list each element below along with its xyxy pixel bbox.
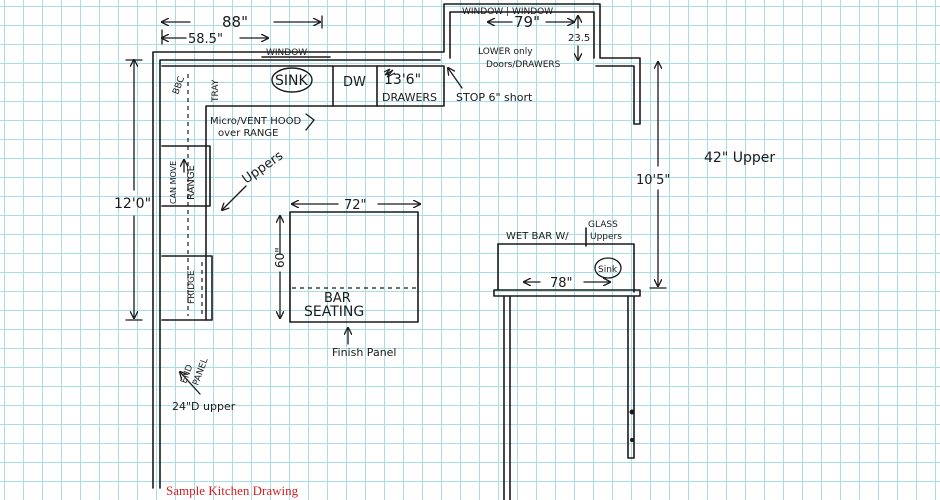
uppers-arrow <box>222 185 247 210</box>
window-left-label: WINDOW <box>266 48 307 58</box>
range-cabinet <box>161 145 211 207</box>
dim-88-label: 88" <box>222 13 248 31</box>
dim-72-label: 72" <box>344 198 367 213</box>
fridge-label: FRIDGE <box>187 270 197 304</box>
island <box>289 211 419 323</box>
dim-12-0-label: 12'0" <box>114 196 151 212</box>
door-knob <box>629 409 635 415</box>
wet-bar-base <box>493 289 641 297</box>
stop-label: STOP 6" short <box>456 91 533 104</box>
tray-label: TRAY <box>211 79 221 103</box>
top-counter-run <box>161 65 445 123</box>
dim-58-5-label: 58.5" <box>188 32 223 47</box>
door-knob-lower <box>630 438 634 442</box>
wet-bar-counter <box>497 243 635 293</box>
dim-13-6-label: 13'6" <box>384 72 421 88</box>
bay-inner-wall <box>449 11 595 59</box>
micro-label-line1: Micro/VENT HOOD <box>210 116 301 127</box>
dim-60-label: 60" <box>273 247 287 268</box>
seating-label: SEATING <box>304 304 364 320</box>
wall-inner-line <box>159 59 441 489</box>
fridge-cabinet <box>161 255 213 321</box>
right-wall <box>503 295 635 500</box>
can-move-label: CAN MOVE <box>169 161 178 204</box>
sink-label: SINK <box>275 73 308 89</box>
doors-drawers-label: Doors/DRAWERS <box>486 60 561 70</box>
wet-bar-label: WET BAR W/ <box>506 231 569 242</box>
end-panel-label-2: PANEL <box>191 357 210 387</box>
stop-arrow <box>448 68 463 89</box>
drawing-caption: Sample Kitchen Drawing <box>166 483 299 498</box>
micro-arrow <box>305 113 315 131</box>
dim-23-5-label: 23.5 <box>568 33 590 44</box>
bbc-label: BBC <box>171 75 187 96</box>
upper-24-label: 24"D upper <box>172 400 236 413</box>
range-label: RANGE <box>186 165 197 200</box>
dim-79-label: 79" <box>514 13 540 31</box>
dishwasher-label: DW <box>343 75 366 90</box>
micro-label-line2: over RANGE <box>218 128 278 139</box>
drawer-scribble <box>383 68 396 78</box>
uppers-label: Uppers <box>240 148 287 187</box>
drawers-label: DRAWERS <box>382 91 437 104</box>
upper-42-label: 42" Upper <box>704 150 775 166</box>
wet-bar-sink-label: Sink <box>598 265 618 275</box>
bar-label: BAR <box>324 291 351 306</box>
upper-24-arrow <box>180 372 201 395</box>
glass-uppers-label: Uppers <box>590 232 622 242</box>
dim-78-label: 78" <box>550 276 573 291</box>
sink-outline <box>271 67 313 93</box>
window-bay-label: WINDOW | WINDOW <box>462 7 553 17</box>
lower-only-label: LOWER only <box>478 47 533 57</box>
wall-outline <box>152 3 641 489</box>
finish-panel-label: Finish Panel <box>332 346 397 359</box>
glass-label: GLASS <box>588 220 618 230</box>
dim-10-5-label: 10'5" <box>636 173 670 188</box>
